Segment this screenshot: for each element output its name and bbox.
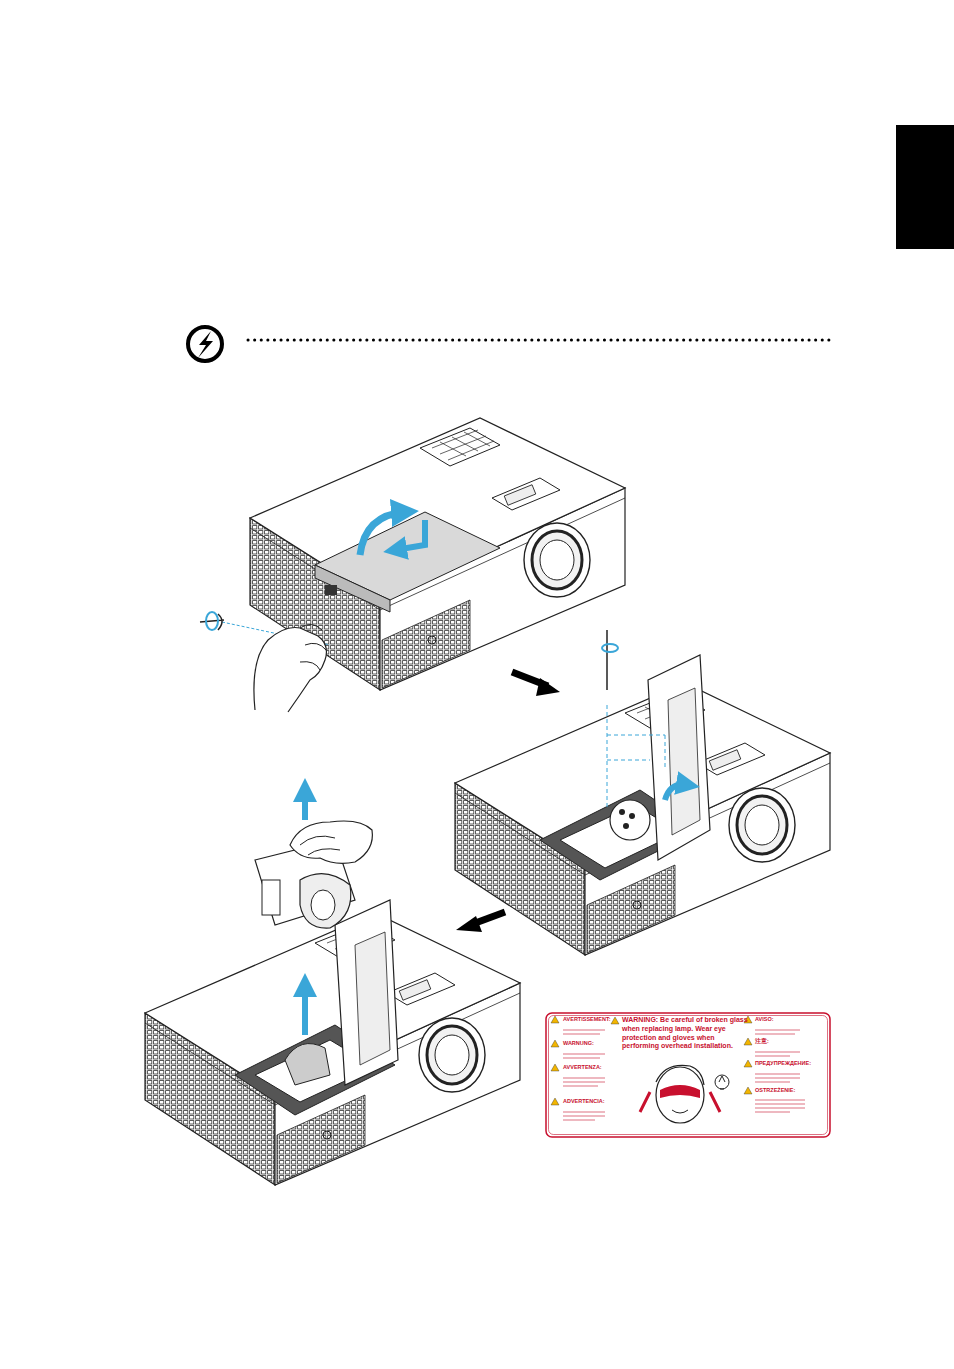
warning-sticker-part-part [551,1040,559,1047]
step-arrow-head [536,678,560,696]
projector-step1-part [206,612,218,630]
projector-step2-part [648,655,710,860]
warning-sticker-part-part [755,1104,805,1105]
projector-step3-part [302,985,308,1035]
warning-icon-part [188,327,222,361]
face-with-goggles-part [672,1110,688,1113]
projector-step2 [455,630,830,955]
warning-sticker-part-part [755,1108,805,1109]
warning-sticker-part-part [755,1030,800,1031]
warning-sticker-part-part [744,1060,752,1067]
projector-step1-part [325,585,337,595]
projector-step3-part [262,880,280,915]
face-with-goggles-part [656,1065,704,1085]
warning-sticker-part [546,1013,830,1137]
projector-step3-part [300,874,351,929]
warning-sticker-part [549,1016,828,1135]
warning-sticker-part-part [755,1078,800,1079]
warning-sticker-part-part [755,1082,790,1083]
face-with-goggles-part [640,1092,720,1112]
warning-heading: ПРЕДУПРЕЖДЕНИЕ: [755,1060,835,1067]
projector-step2-part [606,630,608,690]
projector-step3-part [311,890,335,920]
projector-step2-part [665,785,688,800]
warning-sticker-part-part [563,1058,600,1059]
warning-sticker-part-part [551,1098,559,1105]
projector-step2-part [619,809,625,815]
projector-step2-part [623,823,629,829]
projector-step2-part [668,688,700,835]
warning-sticker-part-part [551,1016,559,1023]
warning-icon-part [198,331,213,358]
step-arrow-head [456,916,482,932]
warning-heading: AVISO: [755,1016,835,1023]
face-with-goggles-part [715,1075,729,1089]
dotted-rule [248,339,830,342]
face-with-goggles-part [719,1076,725,1089]
projector-step3-part [355,932,390,1065]
projector-step3-part [335,900,398,1085]
warning-icon [188,327,222,361]
projector-step1 [200,418,625,712]
projector-step1-part [315,565,390,612]
projector-step2-part [607,705,665,810]
projector-step3-part [290,821,372,863]
warning-sticker-part-part [755,1056,790,1057]
warning-text: WARNING: Be careful of broken glass when… [622,1016,752,1051]
warning-sticker [546,1013,830,1137]
warning-sticker-part-part [755,1112,790,1113]
projector-step1-part [200,614,224,630]
projector-step3-part [300,836,340,855]
face-with-goggles-part [660,1085,700,1098]
warning-sticker-part-part [563,1120,595,1121]
projector-step2-part [629,813,635,819]
warning-sticker-part-part [563,1082,605,1083]
projector-step2-part [602,644,618,652]
warning-heading: OSTRZEŻENIE: [755,1087,835,1094]
face-with-goggles [640,1065,729,1123]
warning-sticker-part [551,1016,752,1105]
projector-step3-part [302,790,308,820]
projector-step3-part [285,1044,330,1085]
warning-sticker-part-part [755,1074,800,1075]
warning-heading: 注意: [755,1038,835,1045]
projector-step3-part [145,913,520,1185]
warning-sticker-part-part [755,1052,800,1053]
warning-sticker-part-part [563,1054,605,1055]
warning-sticker-part-part [744,1038,752,1045]
projector-step1-part [254,628,327,713]
warning-sticker-part-part [744,1087,752,1094]
warning-sticker-part-part [551,1064,559,1071]
warning-sticker-part-part [611,1017,619,1024]
warning-heading: AVVERTENZA: [563,1064,643,1071]
projector-step1-part [395,520,425,550]
chapter-tab [896,125,954,249]
projector-step3 [145,790,520,1185]
projector-step1-part [300,624,326,670]
warning-sticker-part-part [563,1078,605,1079]
warning-sticker-part-part [563,1086,598,1087]
warning-sticker-part-part [563,1034,600,1035]
warning-sticker-part-part [755,1034,795,1035]
warning-sticker-part-part [563,1112,605,1113]
warning-sticker-part-part [563,1116,605,1117]
warning-heading: ADVERTENCIA: [563,1098,643,1105]
warning-sticker-part-part [563,1030,605,1031]
projector-step2-part [455,683,830,955]
warning-sticker-part-part [755,1100,805,1101]
projector-step2-part [610,800,650,840]
face-with-goggles-part [656,1067,704,1123]
